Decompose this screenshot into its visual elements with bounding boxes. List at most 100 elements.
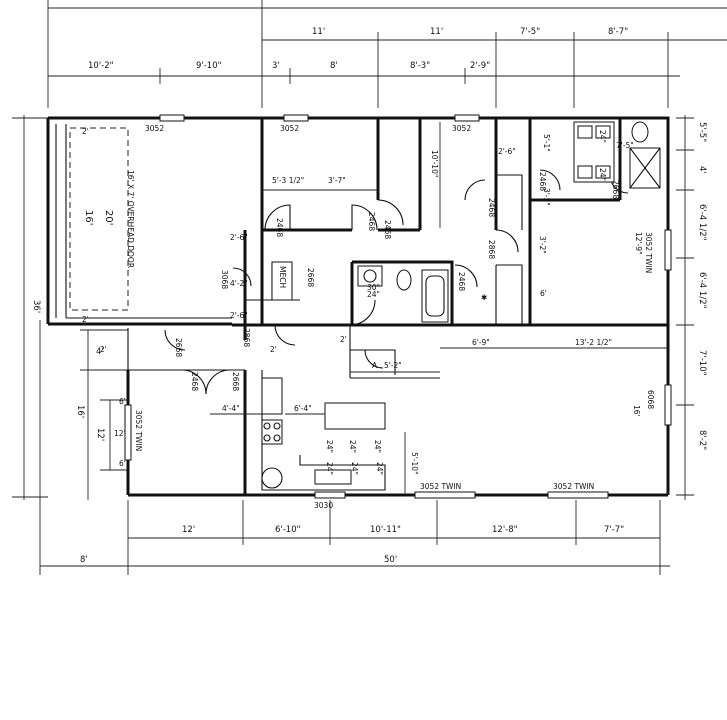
right-dim-6-4-b: 6'-4 1/2" xyxy=(697,272,707,309)
counter-notes: 24" 24" 24" 24" 24" 24" 24" 24" xyxy=(325,130,607,475)
interior-walls xyxy=(232,118,668,495)
kitchen-island xyxy=(324,402,386,430)
door-size-14: 2668 xyxy=(611,180,620,199)
a-closet-label: A xyxy=(372,361,378,370)
door-size-12: 2668 xyxy=(231,372,240,391)
vanity-30: 30" xyxy=(367,283,380,292)
kitchen-dim-a: 4'-4" xyxy=(222,404,240,413)
window-kitchen: 3030 xyxy=(314,501,333,510)
kitchen-sink-icon xyxy=(314,469,352,485)
laundry-dim-c: 2'-6" xyxy=(230,311,248,320)
kitchen-dim-b: 6'-4" xyxy=(294,404,312,413)
left-dimensions: 36' 4' 16' 12' xyxy=(12,115,128,500)
living-dim-c: 16' xyxy=(632,405,641,417)
overhead-door-outline xyxy=(69,127,129,311)
right-dim-6-4-a: 6'-4 1/2" xyxy=(697,204,707,241)
left-dim-16: 16' xyxy=(75,405,85,418)
bath-dim-b: 5'-1" xyxy=(542,134,551,152)
toilet-icon xyxy=(631,121,649,143)
door-size-7: 2668 xyxy=(306,268,315,287)
door-6068: 6068 xyxy=(646,390,655,409)
window-bed2: 3052 xyxy=(280,124,299,133)
bottom-dim-12-8: 12'-8" xyxy=(492,525,518,535)
garage-note-top: 2' xyxy=(82,127,89,136)
door-size-6: 2468 xyxy=(457,272,466,291)
bottom-dimensions: 12' 6'-10" 10'-11" 12'-8" 7'-7" 8' 50' xyxy=(39,320,670,575)
bed3-dim: 10'-10" xyxy=(430,150,439,177)
counter-note-4: 24" xyxy=(325,462,334,475)
left-dim-4: 4' xyxy=(96,347,104,357)
top-dim-7-5: 7'-5" xyxy=(520,27,540,37)
bottom-dim-7-7: 7'-7" xyxy=(604,525,624,535)
top-dim-3: 3' xyxy=(272,61,280,71)
door-size-2: 2468 xyxy=(367,212,376,231)
window-garage: 3052 xyxy=(145,124,164,133)
fridge-icon xyxy=(261,377,283,415)
bottom-dim-8: 8' xyxy=(80,555,88,565)
window-living-left: 3052 TWIN xyxy=(134,410,143,451)
door-size-4: 2468 xyxy=(487,198,496,217)
bath-dim-e: 3'-5" xyxy=(542,188,551,206)
counter-note-8: 24" xyxy=(598,168,607,181)
door-size-8: 3068 xyxy=(220,270,229,289)
bath-dim-a: 2'-6" xyxy=(498,147,516,156)
left-dim-36: 36' xyxy=(31,300,41,313)
bottom-dim-50: 50' xyxy=(384,555,397,565)
room-dimensions: 5'-3 1/2" 3'-7" 10'-10" 12'-9" 6' 6'-9" … xyxy=(100,122,668,495)
hall-sink-icon xyxy=(357,265,383,287)
right-dim-8-2: 8'-2" xyxy=(697,430,707,450)
bath-dim-d: 3'-2" xyxy=(538,236,547,254)
laundry-dim-a: 2'-6" xyxy=(230,233,248,242)
garage-door-label: 16' X 7' OVERHEAD DOOR xyxy=(126,170,135,268)
dining-dim-a: 12' xyxy=(114,429,126,438)
top-dim-8-7: 8'-7" xyxy=(608,27,628,37)
counter-note-1: 24" xyxy=(325,440,334,453)
right-dimensions: 5'-5" 4' 6'-4 1/2" 6'-4 1/2" 7'-10" 8'-2… xyxy=(676,115,707,500)
left-dim-12: 12' xyxy=(95,428,105,441)
bottom-dim-10-11: 10'-11" xyxy=(370,525,401,535)
hall-dim-a: 5'-2" xyxy=(384,361,402,370)
hall-dim-c: 2' xyxy=(100,345,107,354)
mech-label: MECH xyxy=(278,266,287,288)
bath-dim-c: 7'-5" xyxy=(616,141,634,150)
top-dim-9-10: 9'-10" xyxy=(196,61,222,71)
garage: 16' X 7' OVERHEAD DOOR 20' 16' 2' 2' xyxy=(69,127,135,324)
master-dim-b: 6' xyxy=(540,289,547,298)
fixtures: MECH ✱ 24" 30" xyxy=(261,121,661,491)
top-dim-2-9: 2'-9" xyxy=(470,61,490,71)
laundry-dim-b: 4'-2" xyxy=(230,279,248,288)
door-size-1: 2468 xyxy=(275,218,284,237)
bottom-dim-12: 12' xyxy=(182,525,195,535)
right-dim-4: 4' xyxy=(697,166,707,174)
door-size-9: 2668 xyxy=(174,338,183,357)
top-dimensions: 11' 11' 7'-5" 8'-7" 10'-2" 9'-10" 3' 8' … xyxy=(47,0,727,108)
door-size-10: 2868 xyxy=(242,328,251,347)
window-bottom-1: 3052 TWIN xyxy=(420,482,461,491)
counter-note-2: 24" xyxy=(348,440,357,453)
door-size-11: 2468 xyxy=(190,372,199,391)
right-dim-5-5: 5'-5" xyxy=(697,122,707,142)
top-dim-11-a: 11' xyxy=(312,27,325,37)
bottom-dim-6-10: 6'-10" xyxy=(275,525,301,535)
counter-note-6: 24" xyxy=(375,462,384,475)
door-size-13: 2468 xyxy=(538,172,547,191)
range-icon xyxy=(261,419,283,445)
window-bed3: 3052 xyxy=(452,124,471,133)
living-dim-b: 13'-2 1/2" xyxy=(575,338,612,347)
windows: 3052 3052 3052 3052 TWIN 3052 TWIN 3052 … xyxy=(124,114,672,510)
garage-note-bottom: 2' xyxy=(82,315,89,324)
garage-width-label: 20' xyxy=(103,210,114,225)
dining-dim-b: 6' xyxy=(119,397,126,406)
hall-toilet-icon xyxy=(396,269,412,291)
doors: 2468 2468 2468 2468 2868 2468 2668 3068 … xyxy=(164,169,629,395)
living-dim-a: 6'-9" xyxy=(472,338,490,347)
hall-dim-b: 2' xyxy=(340,335,347,344)
top-dim-8: 8' xyxy=(330,61,338,71)
garage-depth-label: 16' xyxy=(83,210,94,225)
window-master: 3052 TWIN xyxy=(644,232,653,273)
bed2-dim-a: 5'-3 1/2" xyxy=(272,176,304,185)
fan-icon: ✱ xyxy=(481,293,487,302)
living-dim-d: 5'-10" xyxy=(410,452,419,475)
top-dim-8-3: 8'-3" xyxy=(410,61,430,71)
